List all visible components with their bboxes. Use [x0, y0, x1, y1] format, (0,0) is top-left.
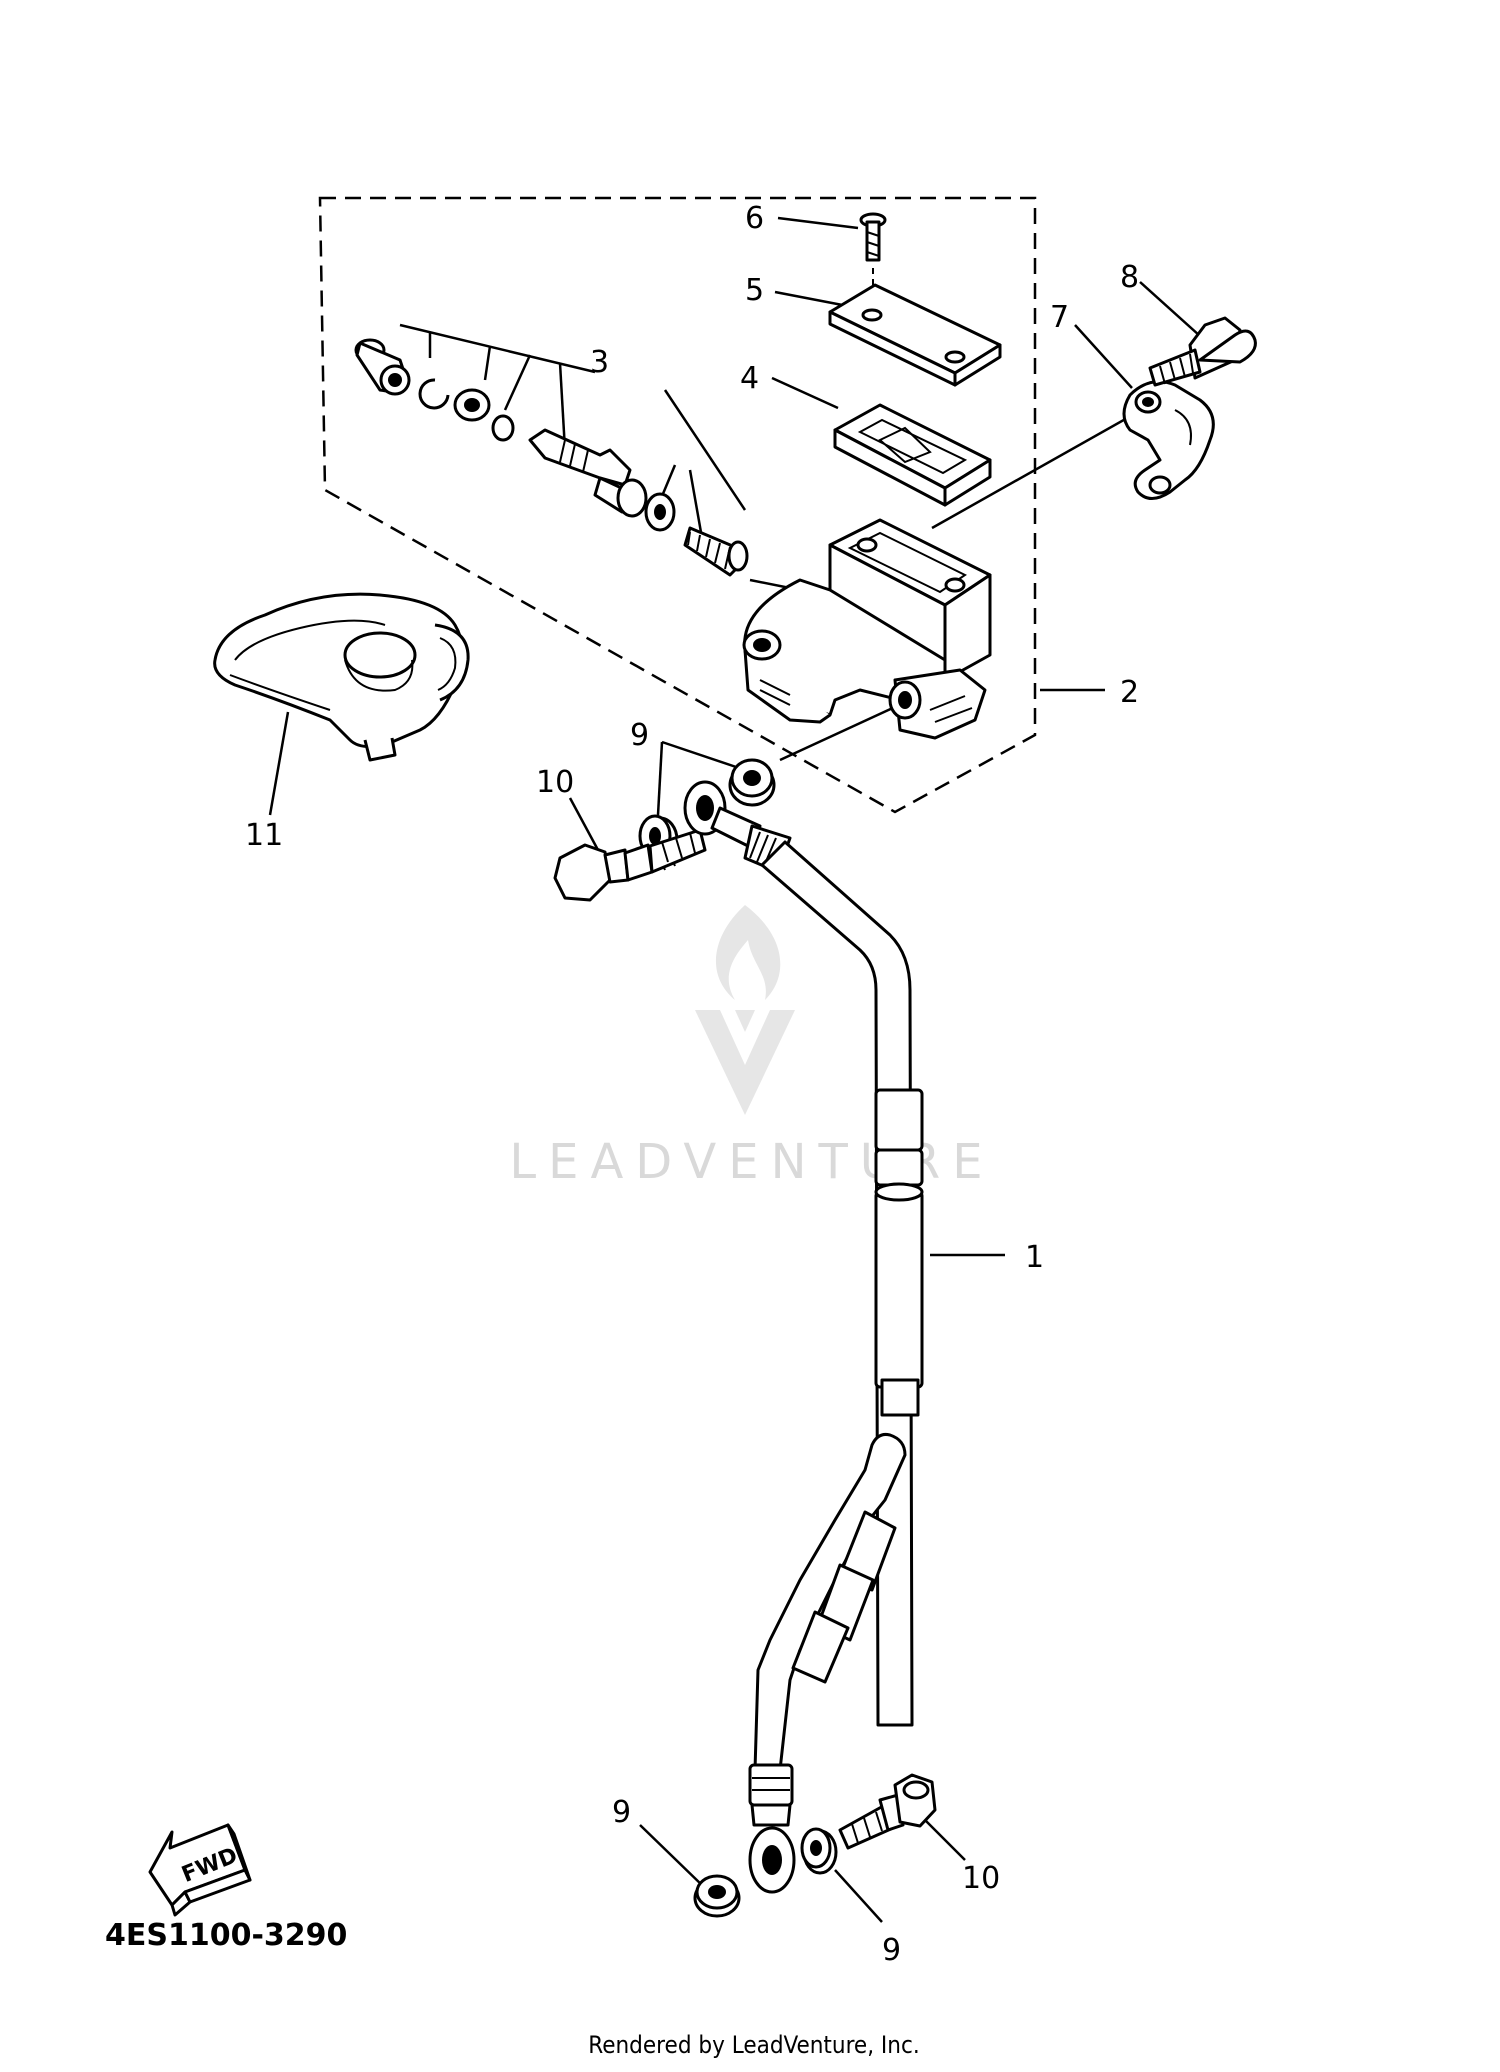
callout-3: 3: [590, 345, 609, 380]
callout-9-bottom-left: 9: [612, 1795, 631, 1830]
union-bolt-part-10-bottom: [838, 1773, 937, 1850]
screw-part-6: [859, 212, 887, 305]
bolt-part-8: [1148, 316, 1257, 387]
callout-6: 6: [745, 201, 764, 236]
washer-part-9-top-a: [728, 758, 776, 807]
fwd-arrow-icon: FWD: [148, 1823, 252, 1917]
part-code: 4ES1100-3290: [105, 1918, 347, 1953]
piston-kit-part-3: [354, 338, 749, 577]
footer-credit: Rendered by LeadVenture, Inc.: [588, 2031, 919, 2059]
union-bolt-part-10-top: [553, 828, 707, 902]
callout-9-bottom-right: 9: [882, 1933, 901, 1968]
washer-part-9-bottom-right: [800, 1827, 838, 1875]
callout-labels: 1 2 3 4 5 6 7 8 9 9 9 9 10 10 11: [245, 201, 1139, 1968]
callout-10-bottom: 10: [962, 1861, 1000, 1896]
leadventure-logo-icon: [695, 905, 795, 1115]
callout-11: 11: [245, 818, 283, 853]
assembly-boundary: [318, 196, 1037, 814]
lever-cover-part-11: [213, 592, 470, 762]
callout-10-top: 10: [536, 765, 574, 800]
brake-hose-part-1: [683, 780, 924, 1727]
holder-bracket-part-7: [1122, 380, 1215, 500]
callout-4: 4: [740, 361, 759, 396]
callout-1: 1: [1025, 1240, 1044, 1275]
diaphragm-part-4: [833, 403, 992, 507]
leader-lines: [268, 216, 1211, 1923]
master-cylinder-body: [742, 518, 992, 740]
reservoir-cap-part-5: [828, 283, 1002, 387]
callout-9-top: 9: [630, 718, 649, 753]
callout-5: 5: [745, 273, 764, 308]
callout-7: 7: [1050, 300, 1069, 335]
brake-hose-lower: [748, 1433, 907, 1894]
callout-2: 2: [1120, 675, 1139, 710]
callout-8: 8: [1120, 260, 1139, 295]
washer-part-9-bottom-left: [693, 1874, 741, 1918]
